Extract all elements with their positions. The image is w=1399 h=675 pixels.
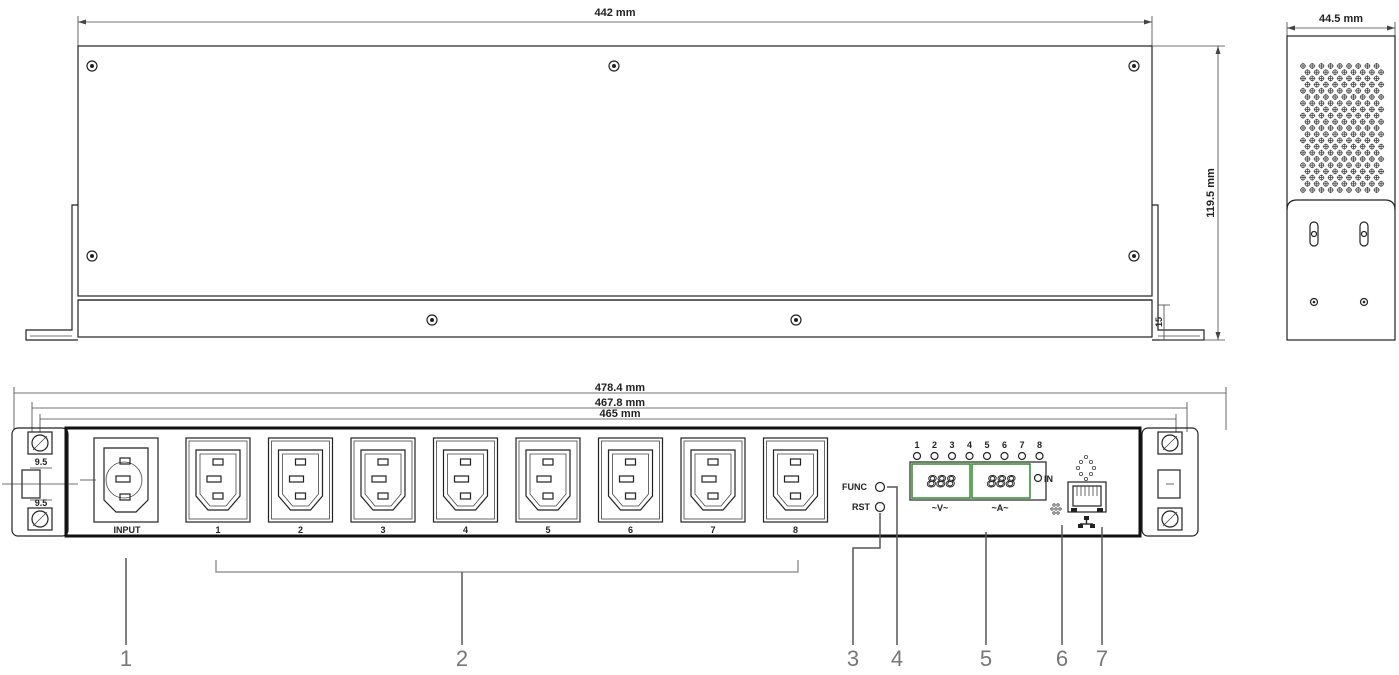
led-number-label: 2 (932, 440, 937, 450)
outlet-group: 1 2 3 4 5 6 7 8 (185, 437, 829, 535)
vent-grid (1300, 63, 1385, 193)
ethernet-port[interactable] (1067, 481, 1107, 513)
callout-number-group: 1 2 3 4 5 6 7 (120, 646, 1108, 671)
callout-2: 2 (456, 646, 468, 670)
power-input-inlet (80, 437, 159, 523)
mount-width-label: 467.8 mm (595, 397, 645, 409)
led-number-label: 4 (967, 440, 972, 450)
led-indicator (1017, 451, 1027, 461)
outlet-3[interactable]: 3 (350, 437, 416, 535)
callout-3: 3 (847, 646, 859, 670)
led-number-label: 6 (1002, 440, 1007, 450)
outlet-number-label: 7 (710, 525, 715, 535)
outlet-number-label: 5 (545, 525, 550, 535)
current-display (971, 463, 1031, 499)
outlet-1[interactable]: 1 (185, 437, 251, 535)
led-indicator (1000, 451, 1009, 461)
buzzer-icon (1076, 454, 1097, 481)
front-view: 478.4 mm 467.8 mm 465 mm 9.5 9.5 (2, 382, 1227, 573)
current-label: ~A~ (991, 503, 1008, 513)
func-button[interactable] (874, 481, 886, 493)
current-digits: 888 (987, 472, 1016, 491)
led-indicator (982, 451, 992, 461)
top-plate (77, 45, 1153, 297)
led-number-label: 7 (1019, 440, 1024, 450)
callout-7: 7 (1096, 646, 1108, 670)
outlet-5[interactable]: 5 (515, 437, 581, 535)
in-label: IN (1044, 474, 1053, 484)
outlet-number-label: 8 (793, 525, 798, 535)
outlet-7[interactable]: 7 (680, 437, 746, 535)
front-panel-body (64, 426, 1142, 538)
top-view: 442 mm 119.5 mm 15 (25, 7, 1225, 341)
led-number-label: 3 (949, 440, 954, 450)
outlet-number-label: 3 (380, 525, 385, 535)
led-indicator (947, 451, 957, 461)
flange-dimension-label: 15 (1154, 317, 1164, 327)
led-number-label: 8 (1037, 440, 1042, 450)
rst-label: RST (852, 502, 871, 512)
hole-offset-top-label: 9.5 (35, 457, 48, 467)
depth-dimension-label: 44.5 mm (1319, 13, 1363, 25)
side-body (1286, 35, 1396, 341)
func-label: FUNC (842, 482, 867, 492)
led-indicator (965, 451, 974, 461)
hole-offset-bottom-label: 9.5 (35, 498, 48, 508)
voltage-digits: 888 (927, 472, 956, 491)
screw-icon (86, 60, 1140, 326)
outlet-2[interactable]: 2 (267, 437, 334, 535)
outlet-4[interactable]: 4 (432, 437, 499, 535)
outlet-bracket (215, 560, 799, 573)
small-buzzer-icon (1050, 503, 1062, 515)
outlet-number-label: 4 (463, 525, 468, 535)
side-view: 44.5 mm (1286, 13, 1396, 341)
callout-5: 5 (980, 646, 992, 670)
outlet-number-label: 6 (628, 525, 633, 535)
callout-4: 4 (891, 646, 903, 670)
led-indicator-row: 1 2 3 4 5 6 7 8 (912, 440, 1044, 461)
led-number-label: 1 (914, 440, 919, 450)
left-rack-ear (11, 427, 69, 537)
outlet-8[interactable]: 8 (762, 437, 829, 535)
overall-width-label: 478.4 mm (595, 382, 645, 394)
callout-1: 1 (120, 646, 132, 670)
led-indicator (1035, 451, 1044, 461)
height-dimension-label: 119.5 mm (1205, 168, 1217, 218)
mount-slot-icon (1309, 221, 1369, 307)
display-module: 1 2 3 4 5 6 7 8 888 888 IN ~V~ ~A~ (909, 440, 1053, 513)
top-bottom-strip (77, 299, 1153, 338)
width-dimension-label: 442 mm (595, 7, 636, 19)
callout-lines (125, 486, 1103, 645)
voltage-display (911, 463, 971, 499)
network-icon (1078, 516, 1095, 528)
led-number-label: 5 (984, 440, 989, 450)
outlet-number-label: 1 (215, 525, 220, 535)
outlet-number-label: 2 (298, 525, 303, 535)
led-indicator (912, 451, 922, 461)
led-indicator (930, 451, 939, 461)
rst-button[interactable] (874, 501, 886, 513)
input-label: INPUT (114, 525, 142, 535)
right-rack-ear (1141, 427, 1199, 537)
body-width-label: 465 mm (600, 408, 641, 420)
voltage-label: ~V~ (932, 503, 949, 513)
callout-6: 6 (1056, 646, 1068, 670)
outlet-6[interactable]: 6 (597, 437, 664, 535)
rack-hole-icon (1157, 431, 1183, 531)
